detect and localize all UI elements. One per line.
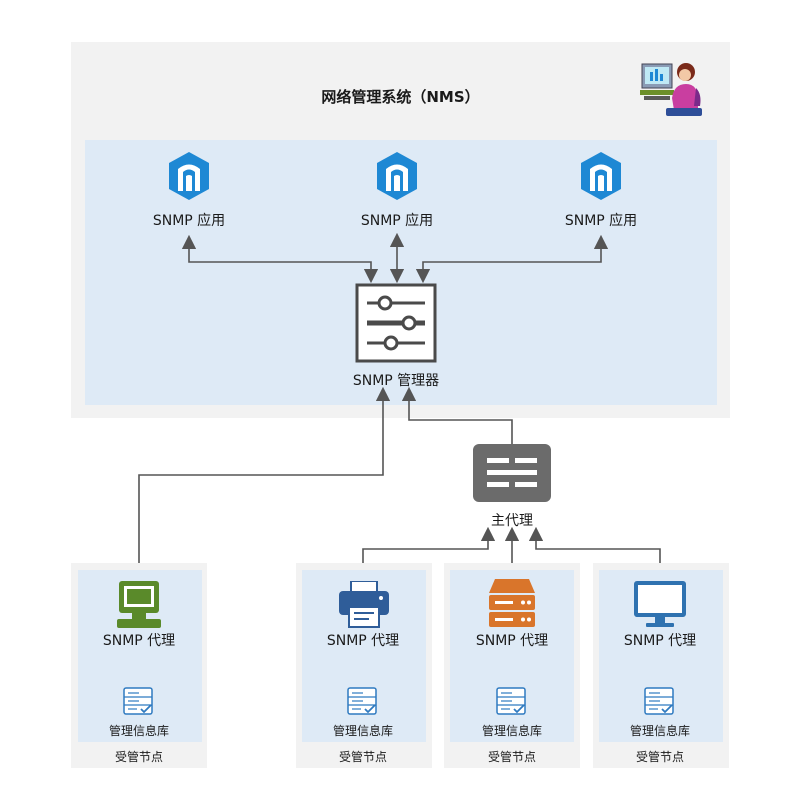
master-agent-label: 主代理 xyxy=(491,513,533,529)
mib-label: 管理信息库 xyxy=(629,724,690,738)
agent-label: SNMP 代理 xyxy=(102,633,176,649)
mib-icon xyxy=(347,687,379,717)
snmp-app-icon xyxy=(579,151,623,201)
mib-icon xyxy=(123,687,155,717)
snmp-manager-label: SNMP 管理器 xyxy=(352,373,440,389)
snmp-app-label: SNMP 应用 xyxy=(564,213,638,229)
nms-title: 网络管理系统（NMS） xyxy=(321,88,480,106)
mib-icon xyxy=(496,687,528,717)
server-icon xyxy=(489,579,535,629)
mib-label: 管理信息库 xyxy=(108,724,169,738)
mib-icon xyxy=(644,687,676,717)
agent-label: SNMP 代理 xyxy=(475,633,549,649)
mib-label: 管理信息库 xyxy=(332,724,393,738)
snmp-app-label: SNMP 应用 xyxy=(152,213,226,229)
operator-icon xyxy=(640,58,704,120)
printer-icon xyxy=(339,580,389,629)
snmp-app-icon xyxy=(167,151,211,201)
managed-node-label: 受管节点 xyxy=(114,750,163,764)
managed-node-label: 受管节点 xyxy=(487,750,536,764)
sliders-icon xyxy=(355,283,437,363)
snmp-app-label: SNMP 应用 xyxy=(360,213,434,229)
snmp-app-icon xyxy=(375,151,419,201)
managed-node-label: 受管节点 xyxy=(635,750,684,764)
mib-label: 管理信息库 xyxy=(481,724,542,738)
workstation-icon xyxy=(115,581,163,629)
switch-icon xyxy=(473,444,551,502)
monitor-icon xyxy=(634,581,686,629)
agent-label: SNMP 代理 xyxy=(623,633,697,649)
managed-node-label: 受管节点 xyxy=(338,750,387,764)
agent-label: SNMP 代理 xyxy=(326,633,400,649)
